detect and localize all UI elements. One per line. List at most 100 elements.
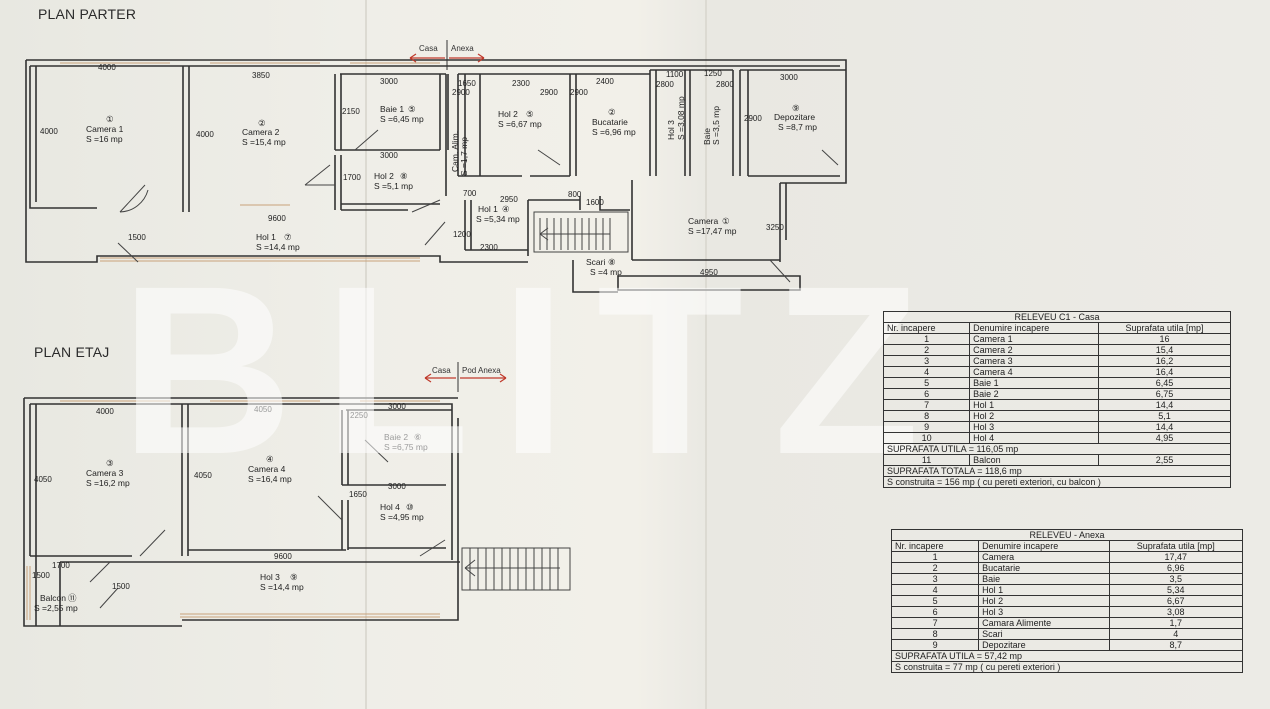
table-cell: 6 <box>890 606 980 618</box>
dimension: 1500 <box>112 582 130 591</box>
dimension: 3000 <box>380 151 398 160</box>
table-cell: 11 <box>882 454 971 466</box>
table-cell: Hol 1 <box>969 399 1100 411</box>
parter-plan <box>25 59 847 293</box>
dimension: 9600 <box>268 214 286 223</box>
table-cell: 2 <box>890 562 980 574</box>
dimension: 2900 <box>570 88 588 97</box>
column-header: Denumire incapere <box>978 540 1110 552</box>
subtotal-row: SUPRAFATA UTILA = 57,42 mp <box>891 650 1243 662</box>
room-name: Baie 1 <box>380 104 404 114</box>
room-name: Camera <box>688 216 719 226</box>
room-number: ⑧ <box>400 171 408 181</box>
dimension: 2900 <box>744 114 762 123</box>
room-name: Hol 3 <box>260 572 280 582</box>
room-number: ⑩ <box>406 502 414 512</box>
room-area: S =16 mp <box>86 134 123 144</box>
table-cell: Hol 2 <box>969 410 1100 422</box>
table-cell: 2,55 <box>1098 454 1231 466</box>
room-name-vertical: Hol 3 <box>666 120 676 140</box>
room-name: Scari <box>586 257 605 267</box>
table-cell: 10 <box>882 432 971 444</box>
room-area: S =6,67 mp <box>498 119 542 129</box>
dimension: 2150 <box>342 107 360 116</box>
room-name: Camera 4 <box>248 464 286 474</box>
paper-fold <box>365 0 367 709</box>
table-cell: 3,5 <box>1108 573 1243 585</box>
built-area-row: S construita = 156 mp ( cu pereti exteri… <box>883 476 1231 488</box>
dimension: 3000 <box>388 482 406 491</box>
table-cell: Hol 3 <box>969 421 1100 433</box>
dimension: 1500 <box>128 233 146 242</box>
table-cell: 7 <box>890 617 980 629</box>
table-releveu-anexa: RELEVEU - Anexa Nr. incapere Denumire in… <box>890 529 1243 673</box>
room-area: S =6,75 mp <box>384 442 428 452</box>
room-name: Baie 2 <box>384 432 408 442</box>
dimension: 1650 <box>349 490 367 499</box>
room-name: Depozitare <box>774 112 815 122</box>
table-cell: Baie <box>978 573 1110 585</box>
column-header: Denumire incapere <box>969 322 1100 334</box>
dimension: 4050 <box>194 471 212 480</box>
room-area: S =4,95 mp <box>380 512 424 522</box>
dimension: 3250 <box>766 223 784 232</box>
dimension: 3850 <box>252 71 270 80</box>
room-area-vertical: S =3,08 mp <box>676 96 686 140</box>
room-area: S =17,47 mp <box>688 226 737 236</box>
dimension: 3000 <box>780 73 798 82</box>
parter-room-labels: ① Camera 1 S =16 mp ② Camera 2 S =15,4 m… <box>86 96 817 277</box>
room-number: ⑨ <box>792 103 800 113</box>
dimension: 2300 <box>512 79 530 88</box>
table-cell: 5,1 <box>1098 410 1231 422</box>
table-cell: 1 <box>890 551 980 563</box>
room-name: Camera 1 <box>86 124 124 134</box>
table-cell: Baie 2 <box>969 388 1100 400</box>
room-name: Hol 2 <box>498 109 518 119</box>
table-cell: Camera 3 <box>969 355 1100 367</box>
dimension: 1200 <box>453 230 471 239</box>
room-number: ⑦ <box>284 232 292 242</box>
parter-dimensions: 4000 3850 3000 1650 2300 2400 1100 1250 … <box>40 63 798 277</box>
dimension: 1250 <box>704 69 722 78</box>
room-name: Balcon <box>40 593 66 603</box>
table-cell: 6,75 <box>1098 388 1231 400</box>
dimension: 1600 <box>586 198 604 207</box>
room-number: ⑨ <box>290 572 298 582</box>
room-number: ④ <box>266 454 274 464</box>
table-cell: 4 <box>890 584 980 596</box>
room-number: ⑧ <box>608 257 616 267</box>
dimension: 4050 <box>34 475 52 484</box>
room-area: S =14,4 mp <box>256 242 300 252</box>
table-cell: 5 <box>882 377 971 389</box>
paper-fold <box>705 0 707 709</box>
room-number: ③ <box>106 458 114 468</box>
room-name: Hol 1 <box>256 232 276 242</box>
dimension: 2800 <box>656 80 674 89</box>
table-cell: 5 <box>890 595 980 607</box>
table-cell: 3 <box>882 355 971 367</box>
table-cell: Scari <box>978 628 1110 640</box>
table-cell: Camera 4 <box>969 366 1100 378</box>
room-area: S =8,7 mp <box>778 122 817 132</box>
dimension: 2400 <box>596 77 614 86</box>
title-plan-etaj: PLAN ETAJ <box>34 344 110 360</box>
table-cell: 14,4 <box>1098 421 1231 433</box>
table-cell: 16,2 <box>1098 355 1231 367</box>
room-number: ⑤ <box>526 109 534 119</box>
dimension: 2900 <box>540 88 558 97</box>
room-area: S =6,45 mp <box>380 114 424 124</box>
room-name: Bucatarie <box>592 117 628 127</box>
dimension: 1700 <box>343 173 361 182</box>
table-cell: 7 <box>882 399 971 411</box>
table-cell: 6 <box>882 388 971 400</box>
table-cell: 5,34 <box>1108 584 1243 596</box>
room-name: Camera 2 <box>242 127 280 137</box>
